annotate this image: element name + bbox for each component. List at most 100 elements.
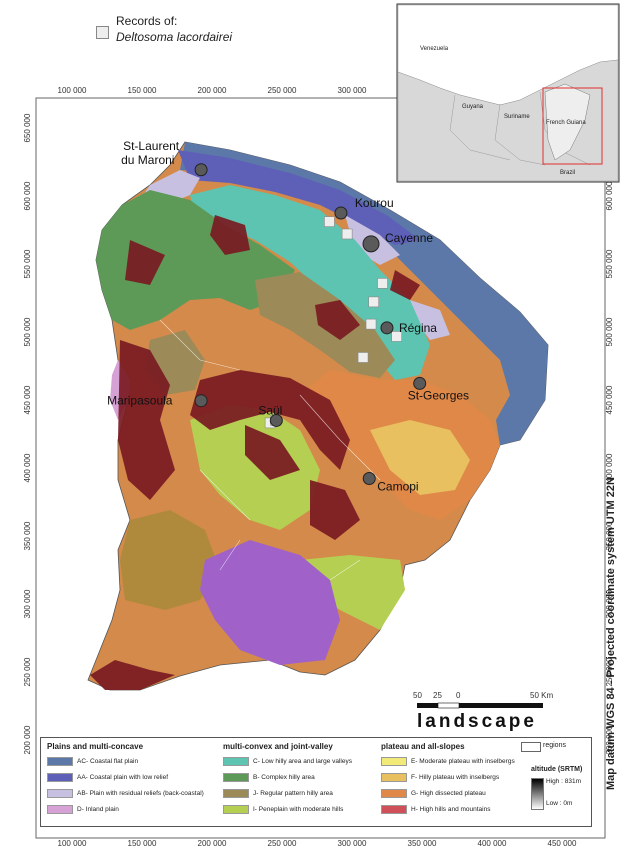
city-marker[interactable] [380,321,394,335]
legend-swatch [381,805,407,814]
city-label: Maripasoula [107,394,173,408]
city-marker[interactable] [362,235,380,253]
map-frame [35,97,606,839]
y-tick-right: 550 000 [605,249,614,278]
altitude-high: High : 831m [546,778,582,785]
x-tick-top: 100 000 [58,86,87,95]
y-tick-left: 400 000 [23,453,32,482]
city-marker[interactable] [194,394,208,408]
city-marker[interactable] [413,376,427,390]
y-tick-left: 600 000 [23,181,32,210]
x-tick-bottom: 350 000 [408,839,437,848]
city-marker[interactable] [194,163,208,177]
legend-label: C- Low hilly area and large valleys [253,758,352,765]
city-label: Kourou [355,196,394,210]
record-marker[interactable] [391,331,402,342]
legend-label: AB- Plain with residual reliefs (back-co… [77,790,204,797]
region-inland-plain [200,540,340,665]
legend-swatch [223,773,249,782]
legend-heading-plains: Plains and multi-concave [47,742,144,751]
x-tick-bottom: 150 000 [128,839,157,848]
x-tick-top: 150 000 [128,86,157,95]
regions-swatch [521,742,541,752]
city-label: Régina [399,321,437,335]
y-tick-left: 350 000 [23,521,32,550]
legend-swatch [381,757,407,766]
record-marker[interactable] [365,318,377,330]
x-tick-top: 200 000 [198,86,227,95]
legend-swatch [223,757,249,766]
species-name: Deltosoma lacordairei [116,30,233,44]
legend: Plains and multi-concave multi-convex an… [40,737,592,827]
y-tick-right: 350 000 [605,521,614,550]
x-tick-bottom: 250 000 [268,839,297,848]
record-square-icon [96,26,109,39]
city-label: St-Laurent [123,139,180,153]
y-tick-right: 600 000 [605,181,614,210]
legend-swatch [223,789,249,798]
legend-label: AC- Coastal flat plain [77,758,139,765]
record-marker[interactable] [341,228,353,240]
record-marker[interactable] [377,278,388,289]
altitude-low: Low : 0m [546,800,573,807]
y-tick-right: 300 000 [605,589,614,618]
scale-bar: 50 25 0 50 Km [413,691,553,709]
legend-label: J- Regular pattern hilly area [253,790,333,797]
x-tick-bottom: 450 000 [548,839,577,848]
y-tick-left: 650 000 [23,113,32,142]
scale-title: landscape [417,711,537,732]
altitude-key: altitude (SRTM) High : 831m Low : 0m [531,766,591,824]
inset-label-guyana: Guyana [462,104,484,110]
legend-label: AA- Coastal plain with low relief [77,774,169,781]
y-tick-left: 450 000 [23,385,32,414]
altitude-gradient [531,778,544,810]
legend-label: B- Complex hilly area [253,774,315,781]
x-tick-top: 250 000 [268,86,297,95]
x-tick-bottom: 400 000 [478,839,507,848]
city-marker[interactable] [362,472,376,485]
legend-heading-plateau: plateau and all-slopes [381,742,465,751]
inset-label-suriname: Suriname [504,114,530,120]
x-tick-bottom: 100 000 [58,839,87,848]
y-tick-left: 550 000 [23,249,32,278]
y-tick-right: 400 000 [605,453,614,482]
inset-label-french-guiana: French Guiana [546,120,586,126]
region-high-mountains [90,215,420,690]
inset-label-venezuela: Venezuela [420,46,449,52]
city-label: Saül [258,403,282,417]
legend-label: F- Hilly plateau with inselbergs [411,774,500,781]
city-marker[interactable] [334,206,348,220]
x-tick-bottom: 200 000 [198,839,227,848]
inset-french-guiana [544,83,591,161]
inset-highlight-box [542,87,603,165]
scale-label-25: 25 [433,691,442,700]
record-marker[interactable] [357,352,369,363]
city-label: Camopi [377,480,418,494]
y-tick-right: 500 000 [605,317,614,346]
legend-label: I- Peneplain with moderate hills [253,806,344,813]
legend-label: H- High hills and mountains [411,806,491,813]
y-tick-right: 450 000 [605,385,614,414]
y-tick-left: 250 000 [23,657,32,686]
record-marker[interactable] [368,296,379,308]
scale-label-50km: 50 Km [530,691,553,700]
city-label-line2: du Maroni [121,153,174,167]
record-marker[interactable] [324,216,335,227]
inset-label-brazil: Brazil [560,170,575,176]
legend-swatch [381,773,407,782]
y-tick-left: 300 000 [23,589,32,618]
city-marker[interactable] [269,413,283,427]
region-moderate-plateau [370,420,470,495]
legend-heading-multi-convex: multi-convex and joint-valley [223,742,333,751]
scale-label-0: 0 [456,691,461,700]
legend-label: E- Moderate plateau with inselbergs [411,758,515,765]
y-tick-right: 200 000 [605,725,614,754]
legend-label: G- High dissected plateau [411,790,486,797]
inset-map[interactable]: Venezuela Guyana Suriname French Guiana … [396,3,620,183]
x-tick-top: 300 000 [338,86,367,95]
y-tick-left: 200 000 [23,725,32,754]
legend-swatch [47,805,73,814]
legend-swatch [47,757,73,766]
